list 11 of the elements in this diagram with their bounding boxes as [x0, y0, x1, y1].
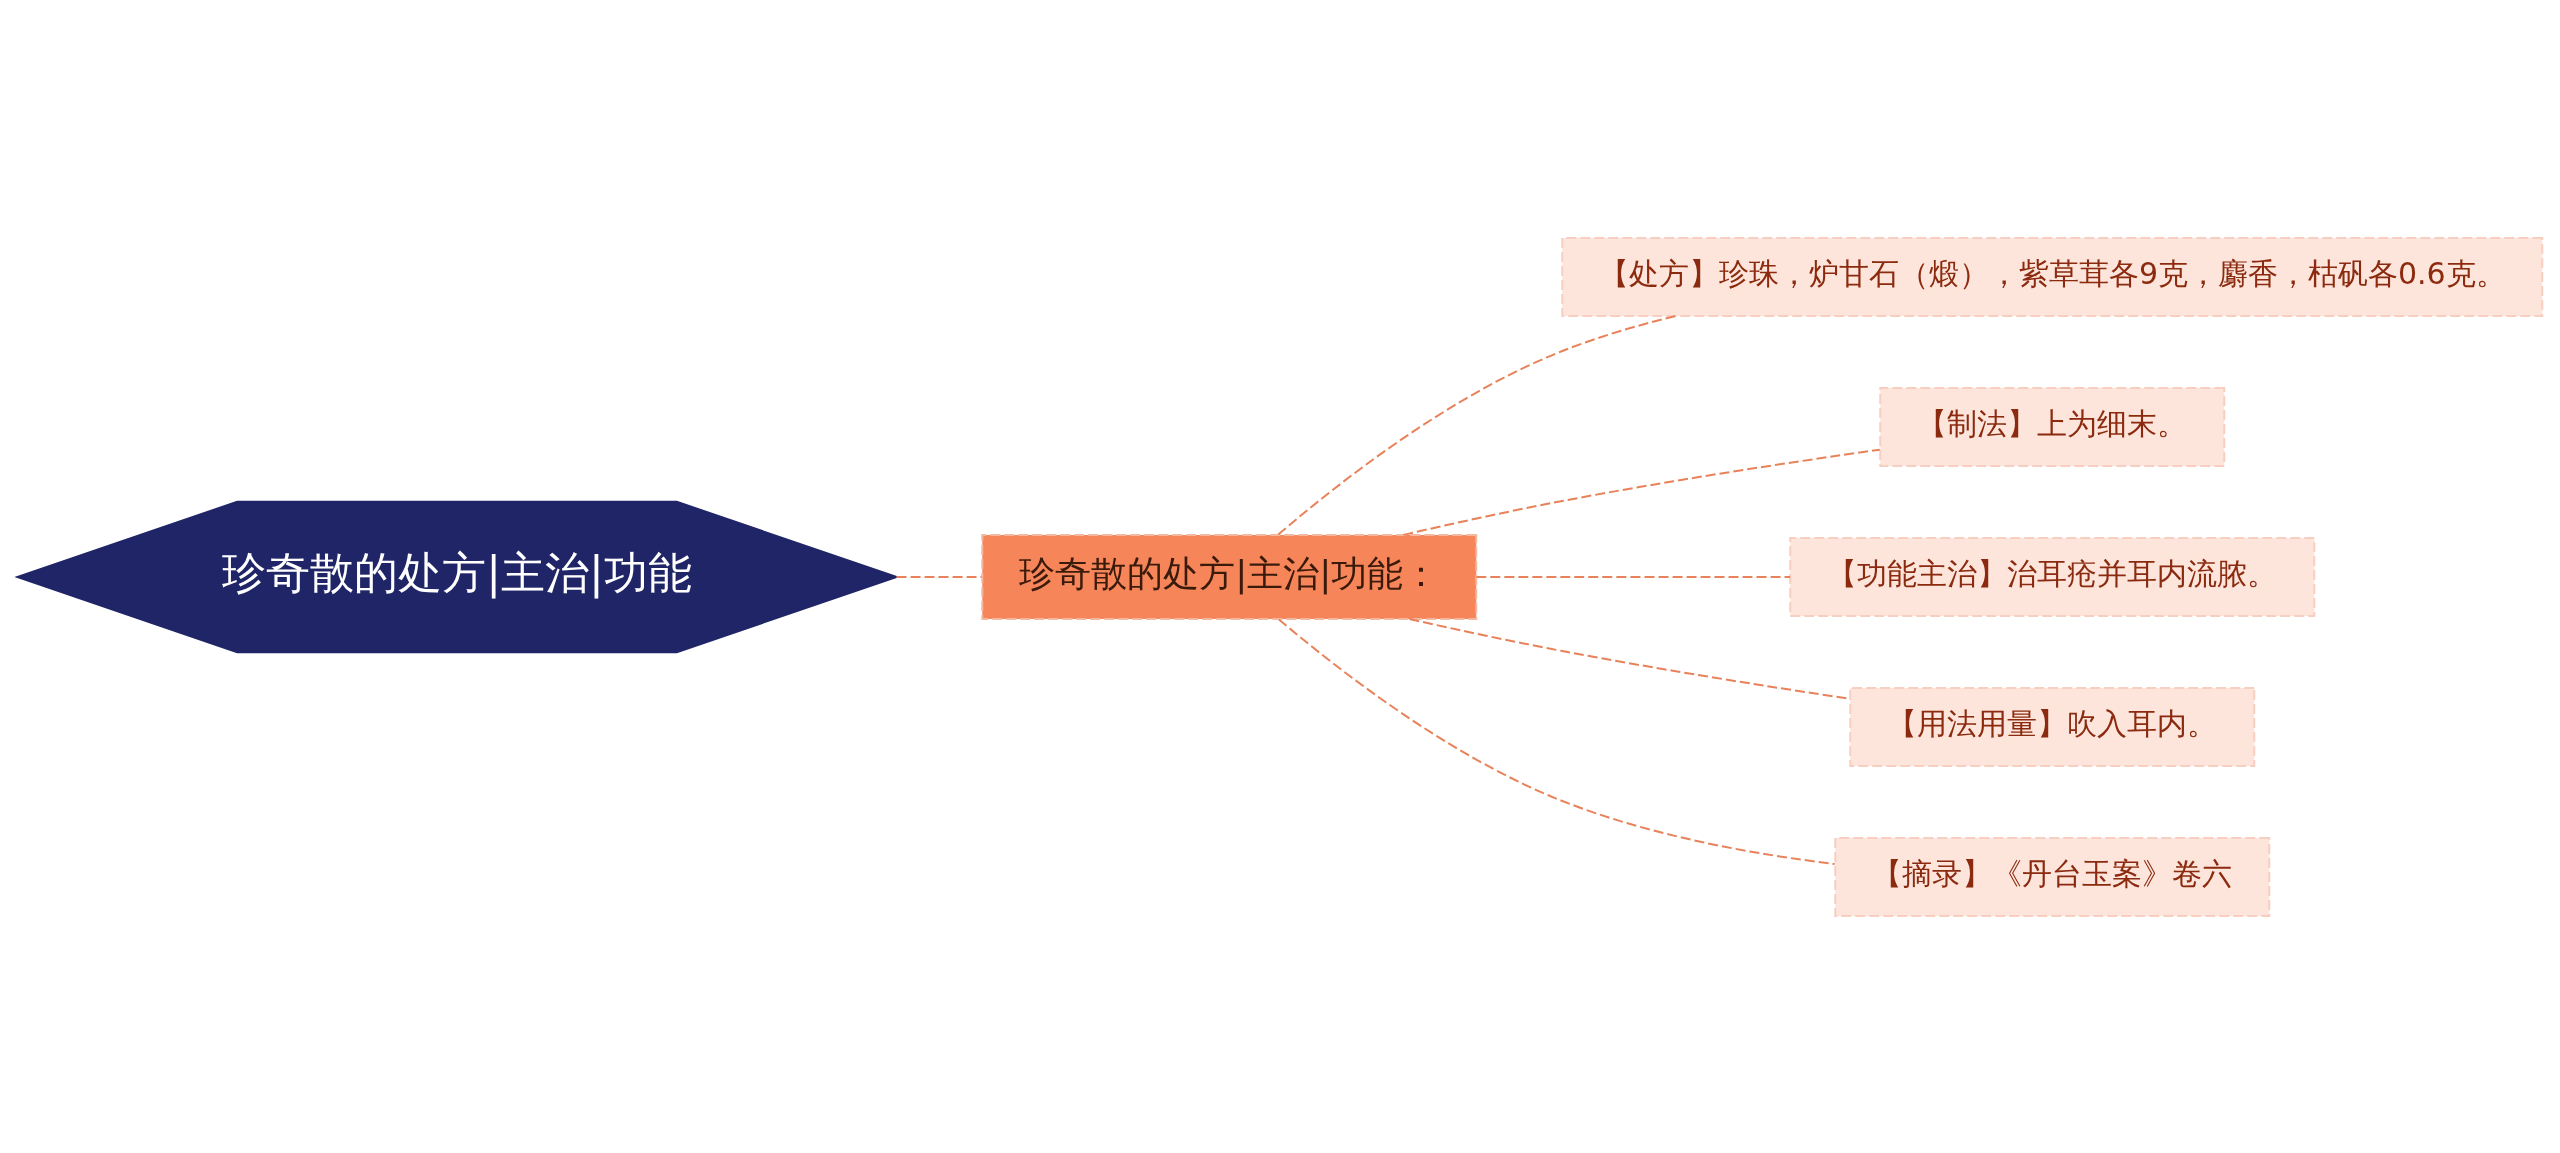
node-box: 【制法】上为细末。 [1879, 386, 2226, 467]
connector [1402, 448, 1881, 536]
node-box: 【摘录】《丹台玉案》卷六 [1834, 836, 2271, 917]
connector [1475, 575, 1792, 578]
connector [1277, 314, 1677, 536]
node-box: 【功能主治】治耳疮并耳内流脓。 [1789, 536, 2316, 617]
connector [895, 575, 983, 578]
node-box: 【处方】珍珠，炉甘石（煅），紫草茸各9克，麝香，枯矾各0.6克。 [1561, 236, 2544, 317]
connector [1277, 617, 1836, 865]
node-box: 【用法用量】吹入耳内。 [1849, 686, 2256, 767]
node-box: 珍奇散的处方|主治|功能： [981, 533, 1478, 620]
